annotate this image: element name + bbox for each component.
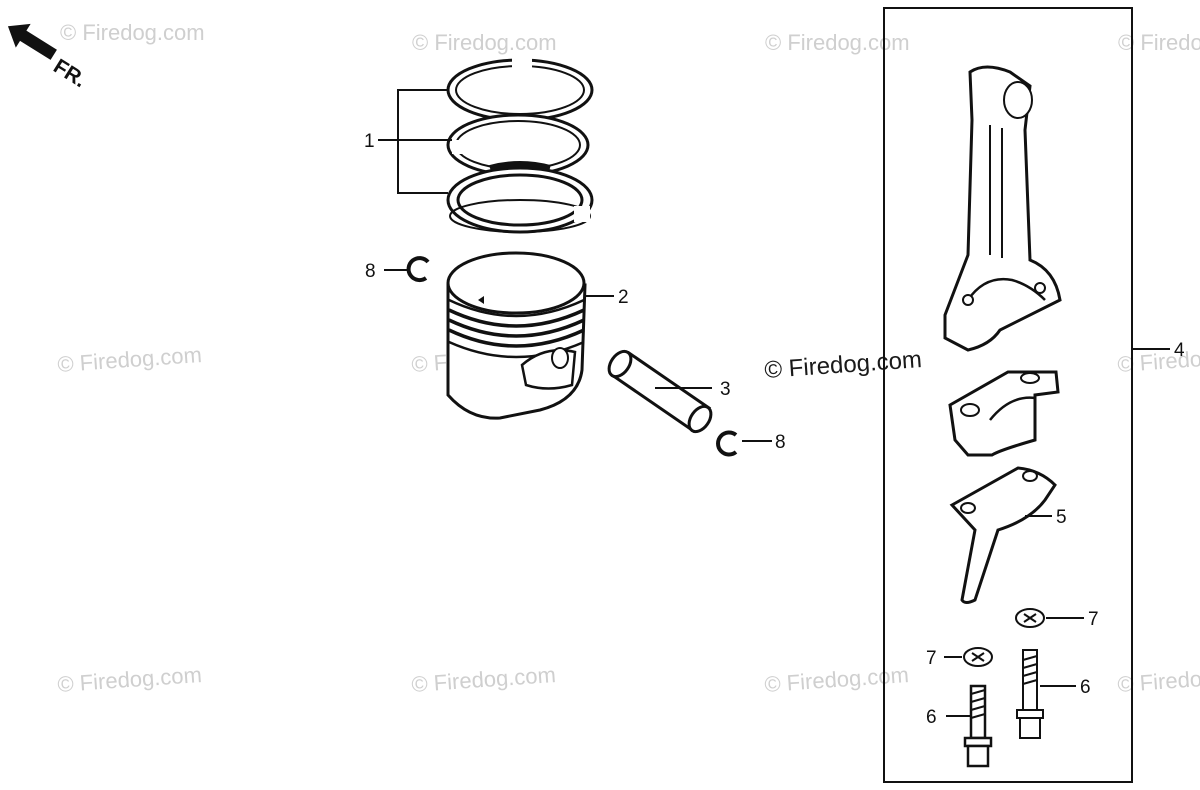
clip-left (406, 256, 430, 283)
callout-rod-assembly: 4 (1174, 340, 1185, 361)
watermark-dark: © Firedog.com (764, 346, 923, 384)
piston-pin (607, 349, 713, 434)
watermark: © Firedog.com (765, 30, 910, 55)
piston-rings (446, 56, 594, 234)
bolt-right (1016, 649, 1044, 739)
watermark: © Firedog.com (412, 30, 557, 55)
direction-arrow-icon (7, 23, 57, 60)
connecting-rod (943, 65, 1062, 352)
direction-label: FR. (49, 55, 90, 92)
clip-right (716, 430, 738, 457)
callout-dipper: 5 (1056, 507, 1067, 528)
rod-assembly-frame (883, 7, 1133, 783)
callout-washer-left: 7 (926, 648, 937, 669)
callout-washer-right: 7 (1088, 609, 1099, 630)
watermark: © Firedog.com (1117, 342, 1200, 377)
callout-rings: 1 (364, 131, 375, 152)
piston (446, 251, 587, 420)
callout-clip-left: 8 (365, 261, 376, 282)
watermark: © Firedog.com (1118, 30, 1200, 55)
callout-bolt-right: 6 (1080, 677, 1091, 698)
rod-cap (948, 370, 1060, 457)
callout-clip-right: 8 (775, 432, 786, 453)
lock-washer-right (1015, 608, 1045, 628)
bolt-left-in-frame (963, 684, 993, 768)
ring-top (446, 56, 594, 122)
watermark: © Firedog.com (1117, 662, 1200, 697)
watermark: © Firedog.com (57, 662, 203, 697)
callout-pin: 3 (720, 379, 731, 400)
watermark: © Firedog.com (411, 662, 557, 697)
lock-washer-left (963, 647, 993, 667)
callout-piston: 2 (618, 287, 629, 308)
watermark: © Firedog.com (60, 20, 205, 45)
oil-dipper (949, 466, 1057, 604)
watermark: © Firedog.com (764, 662, 910, 697)
cleanup-mask (262, 682, 296, 770)
leader-rings (397, 89, 452, 194)
watermark: © Firedog.com (57, 342, 203, 377)
callout-bolt-left: 6 (926, 707, 937, 728)
ring-oil (446, 161, 594, 234)
